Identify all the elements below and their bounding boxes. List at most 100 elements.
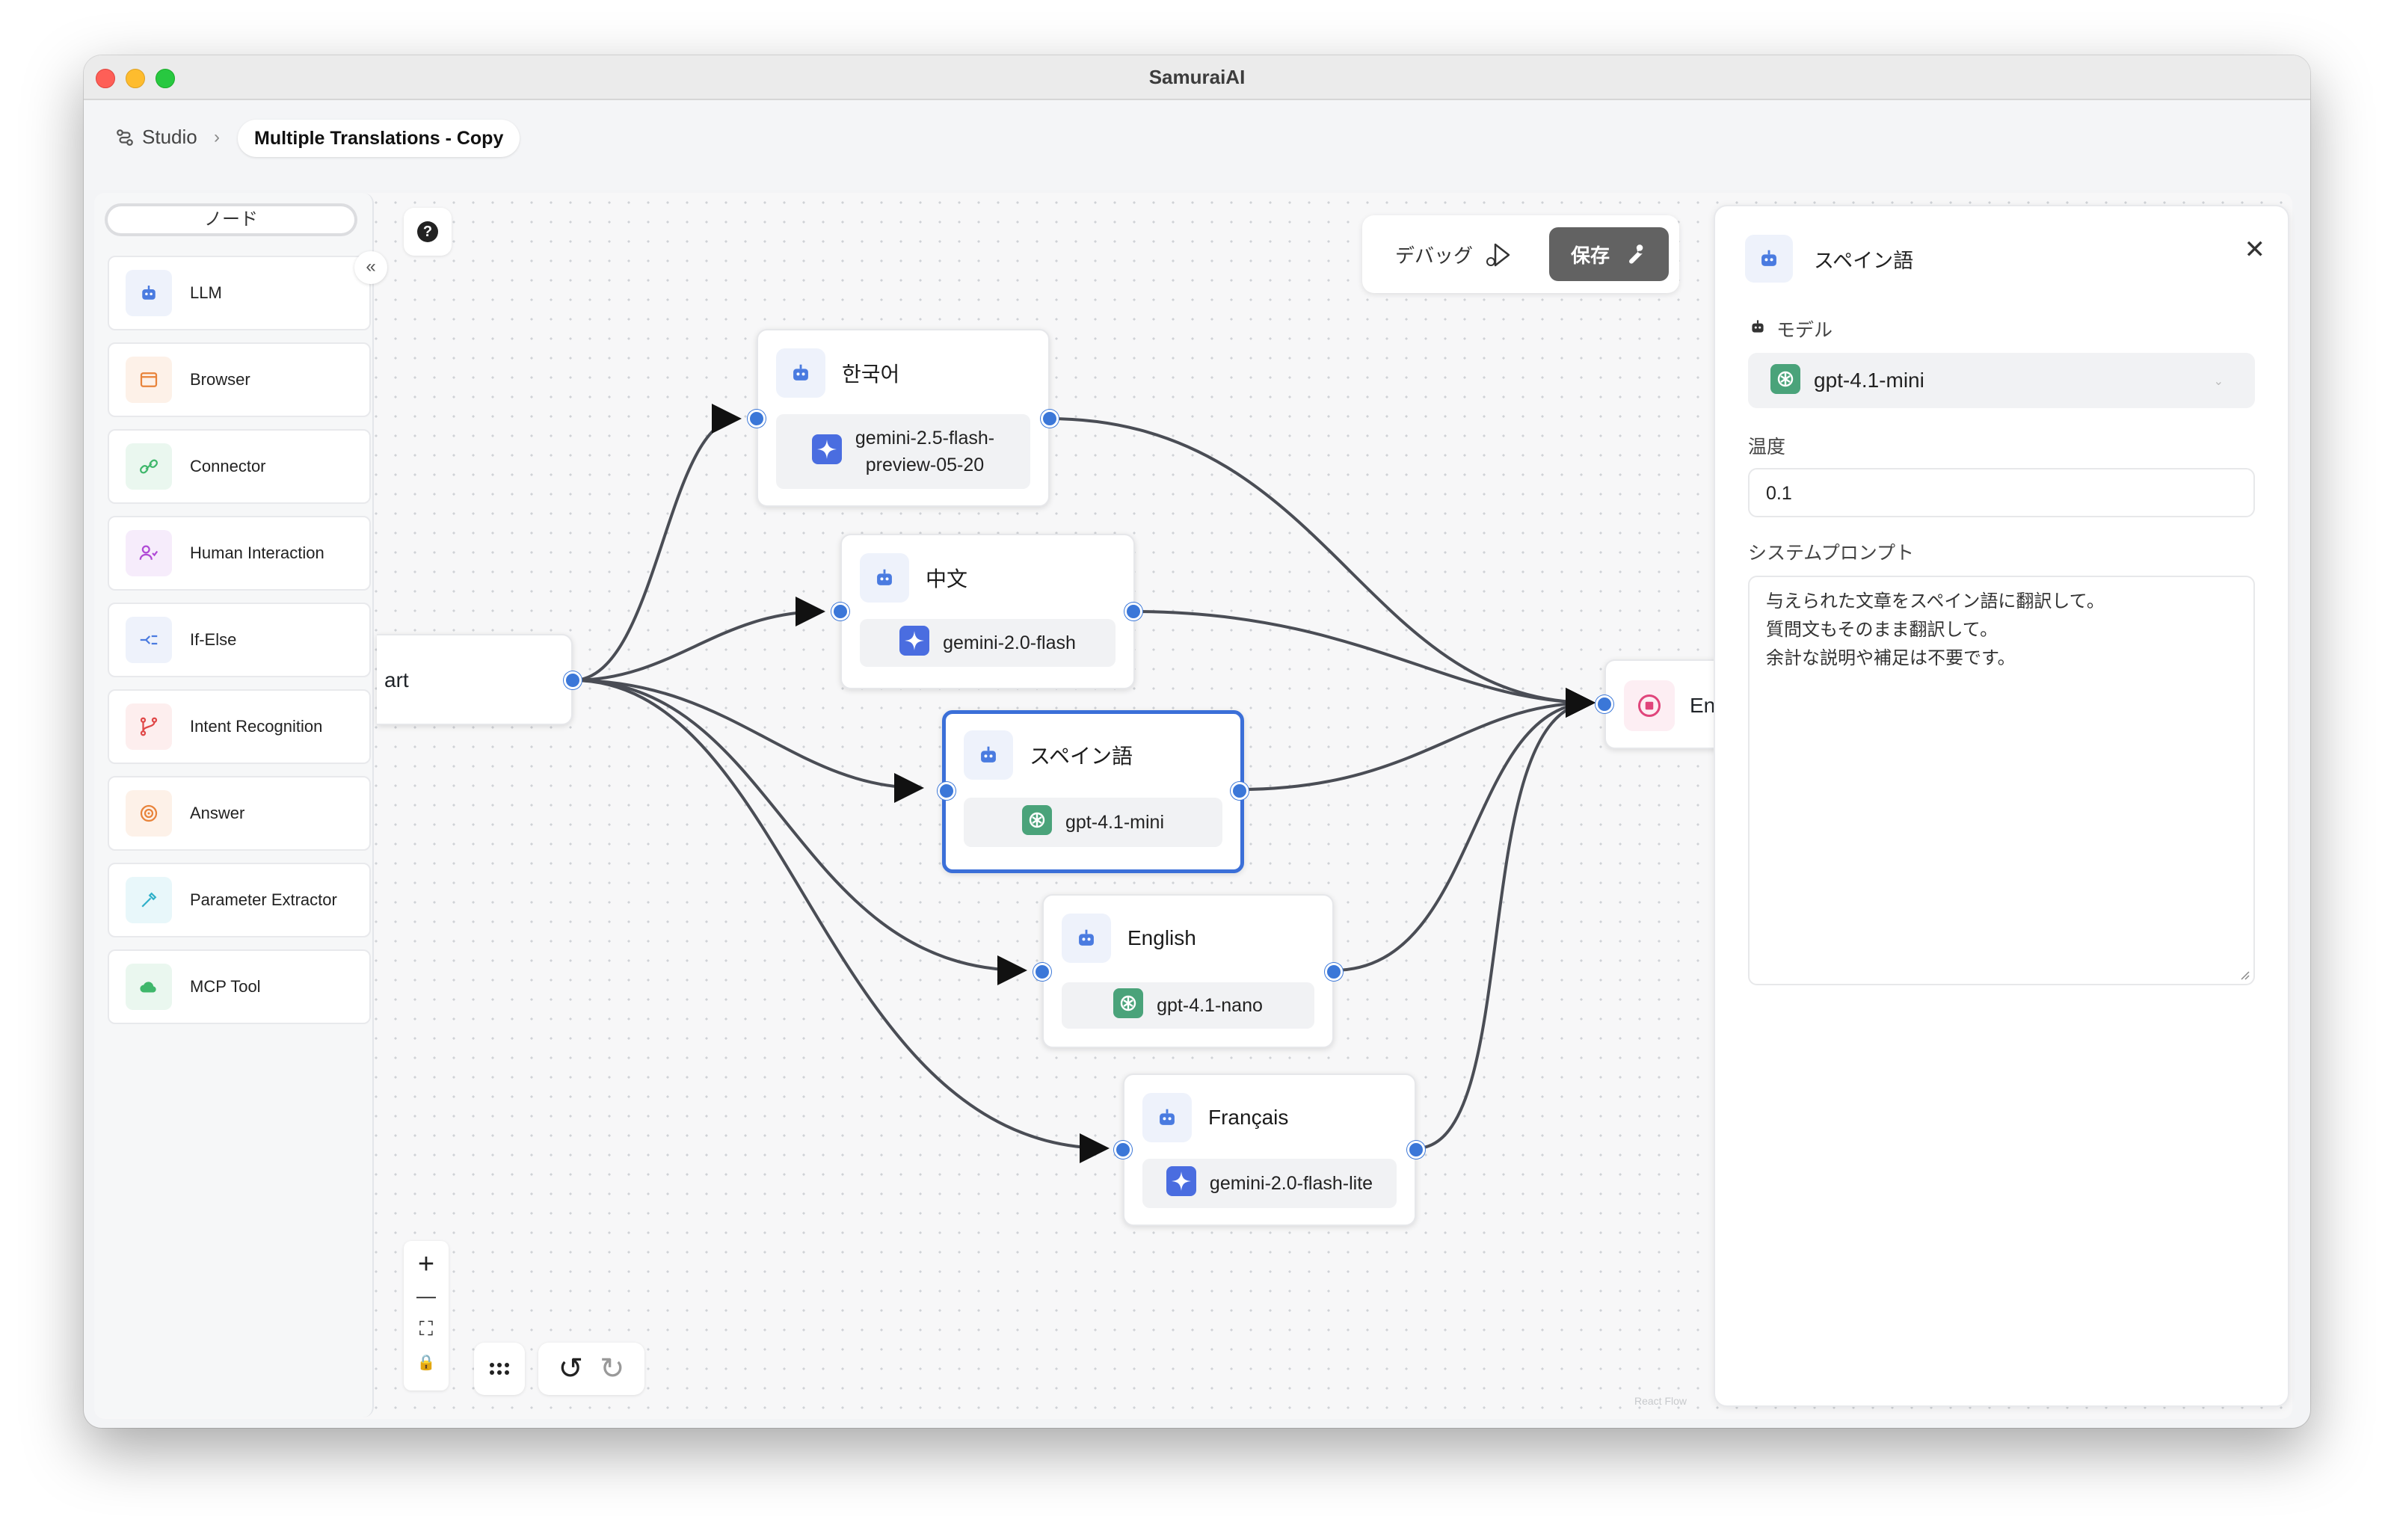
node-start[interactable]: art [377, 634, 573, 725]
french-input-handle[interactable] [1114, 1141, 1132, 1159]
sidebar-item-connector[interactable]: Connector [108, 429, 371, 504]
sidebar-item-intent-recognition[interactable]: Intent Recognition [108, 689, 371, 764]
openai-icon [1022, 804, 1052, 840]
zoom-in-button[interactable]: + [417, 1248, 435, 1280]
node-spanish-title: スペイン語 [1030, 745, 1133, 768]
node-start-label: art [384, 668, 409, 692]
sidebar-item-if-else[interactable]: If-Else [108, 603, 371, 677]
temperature-input[interactable]: 0.1 [1748, 468, 2255, 517]
breadcrumb-studio[interactable]: Studio [115, 126, 197, 149]
cloud-icon [126, 964, 172, 1010]
sidebar-item-llm[interactable]: LLM [108, 256, 371, 330]
edge-spanish-end [1239, 688, 1596, 791]
save-button[interactable]: 保存 [1549, 227, 1669, 281]
browser-icon [126, 357, 172, 403]
node-chinese-title: 中文 [926, 567, 968, 591]
lock-button[interactable]: 🔒 [416, 1355, 436, 1371]
grid-menu-button[interactable] [474, 1343, 525, 1395]
sidebar-item-answer[interactable]: Answer [108, 776, 371, 851]
english-output-handle[interactable] [1325, 963, 1343, 981]
edge-french-end [1415, 688, 1596, 1150]
sidebar-item-label: Human Interaction [190, 543, 324, 562]
robot-icon [126, 270, 172, 316]
end-input-handle[interactable] [1596, 695, 1613, 713]
gemini-icon [811, 434, 842, 469]
node-korean[interactable]: 한국어 gemini-2.5-flash- preview-05-20 [757, 329, 1050, 507]
link-icon [126, 443, 172, 490]
close-panel-button[interactable]: ✕ [2244, 235, 2266, 264]
close-window-button[interactable] [96, 69, 115, 88]
node-spanish-model: gpt-4.1-mini [964, 798, 1222, 847]
save-label: 保存 [1570, 244, 1610, 267]
french-output-handle[interactable] [1407, 1141, 1425, 1159]
system-prompt-textarea[interactable]: 与えられた文章をスペイン語に翻訳して。 質問文もそのまま翻訳して。 余計な説明や… [1748, 576, 2255, 985]
edge-start-french [572, 679, 1110, 1163]
collapse-sidebar-button[interactable]: « [354, 251, 387, 284]
node-french-model: gemini-2.0-flash-lite [1142, 1159, 1397, 1208]
edge-english-end [1333, 688, 1596, 972]
grid-icon [490, 1363, 509, 1375]
spanish-output-handle[interactable] [1231, 782, 1249, 800]
node-chinese[interactable]: 中文 gemini-2.0-flash [840, 534, 1135, 689]
model-label: モデル [1776, 320, 1833, 341]
zoom-out-button[interactable]: — [416, 1284, 436, 1307]
sidebar-item-label: LLM [190, 283, 222, 302]
history-controls: ↺ ↻ [538, 1343, 644, 1395]
react-flow-attribution[interactable]: React Flow [1634, 1395, 1687, 1407]
chinese-input-handle[interactable] [831, 603, 849, 620]
gemini-icon [1166, 1165, 1196, 1201]
model-select[interactable]: gpt-4.1-mini ⌄ [1748, 353, 2255, 408]
breadcrumb-current[interactable]: Multiple Translations - Copy [238, 120, 520, 157]
target-icon [126, 790, 172, 837]
node-spanish[interactable]: スペイン語 gpt-4.1-mini [942, 710, 1244, 873]
node-english[interactable]: English gpt-4.1-nano [1042, 894, 1334, 1048]
node-french[interactable]: Français gemini-2.0-flash-lite [1123, 1074, 1416, 1226]
english-input-handle[interactable] [1033, 963, 1051, 981]
korean-input-handle[interactable] [748, 410, 766, 428]
spanish-input-handle[interactable] [938, 782, 956, 800]
help-button[interactable]: ? [404, 208, 452, 256]
system-prompt-label: システムプロンプト [1748, 543, 1915, 564]
breadcrumb-studio-label: Studio [142, 126, 197, 148]
sidebar-item-label: Intent Recognition [190, 717, 323, 736]
branch-icon [126, 617, 172, 663]
model-select-value: gpt-4.1-mini [1814, 369, 1924, 392]
sidebar-item-label: Browser [190, 370, 250, 389]
robot-icon [964, 730, 1013, 780]
robot-icon [776, 348, 825, 398]
node-end-label: En [1690, 694, 1716, 717]
sidebar-item-label: Connector [190, 457, 266, 475]
panel-title: スペイン語 [1814, 249, 1914, 272]
debug-button[interactable]: デバッグ [1395, 241, 1513, 268]
chinese-output-handle[interactable] [1124, 603, 1142, 620]
node-english-title: English [1127, 926, 1196, 949]
minimize-window-button[interactable] [126, 69, 145, 88]
node-french-title: Français [1208, 1106, 1289, 1129]
temperature-label: 温度 [1748, 437, 1786, 458]
fit-view-button[interactable]: ⛶ [419, 1317, 434, 1340]
node-french-model-label: gemini-2.0-flash-lite [1209, 1172, 1373, 1194]
sidebar-item-label: Answer [190, 804, 245, 822]
sidebar-item-browser[interactable]: Browser [108, 342, 371, 417]
edge-chinese-end [1133, 610, 1596, 718]
pipette-icon [126, 877, 172, 923]
system-prompt-line: 質問文もそのまま翻訳して。 [1766, 620, 1998, 640]
korean-output-handle[interactable] [1041, 410, 1059, 428]
user-check-icon [126, 530, 172, 576]
maximize-window-button[interactable] [156, 69, 175, 88]
sidebar-item-human-interaction[interactable]: Human Interaction [108, 516, 371, 591]
redo-button[interactable]: ↻ [600, 1352, 625, 1385]
undo-button[interactable]: ↺ [558, 1352, 583, 1385]
robot-icon [1062, 914, 1111, 963]
title-bar: SamuraiAI [84, 55, 2310, 100]
node-end[interactable]: En [1604, 659, 1724, 749]
sidebar-item-mcp-tool[interactable]: MCP Tool [108, 949, 371, 1024]
node-english-model: gpt-4.1-nano [1062, 982, 1314, 1029]
resize-handle-icon[interactable] [2238, 969, 2250, 981]
sidebar-item-label: Parameter Extractor [190, 890, 337, 909]
start-output-handle[interactable] [564, 671, 582, 689]
sidebar-item-parameter-extractor[interactable]: Parameter Extractor [108, 863, 371, 937]
sidebar-item-label: If-Else [190, 630, 237, 649]
wrench-icon [1629, 244, 1643, 264]
